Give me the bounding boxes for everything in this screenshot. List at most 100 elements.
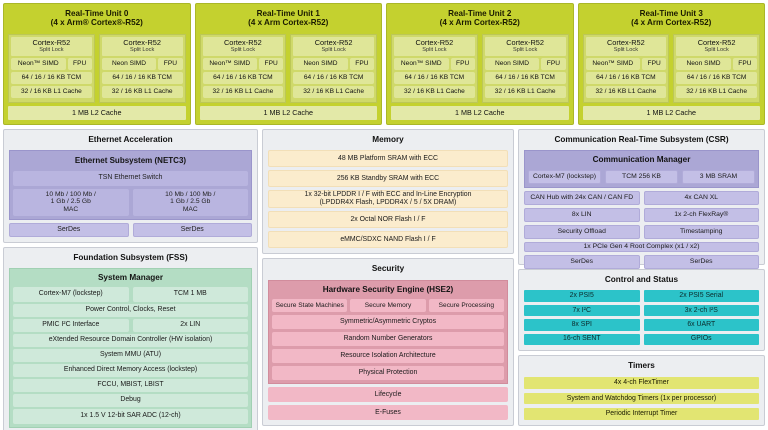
system-manager-core-row: Cortex-M7 (lockstep) TCM 1 MB [13, 286, 248, 302]
core-tcm: 64 / 16 / 16 KB TCM [11, 71, 92, 84]
security-title: Security [371, 264, 405, 274]
ethernet-acceleration-title: Ethernet Acceleration [88, 135, 173, 144]
control-and-status-panel[interactable]: Control and Status 2x PSI5 2x PSI5 Seria… [518, 269, 765, 351]
core-sublabel: Split Lock [512, 46, 538, 53]
communication-manager-row: Cortex-M7 (lockstep) TCM 256 KB 3 MB SRA… [528, 169, 755, 184]
communication-manager-title: Communication Manager [592, 155, 691, 165]
memory-row-line-2: (LPDDR4X Flash, LPDDR4X / 5 / 5X DRAM) [319, 199, 457, 207]
rtu-0-core-0[interactable]: Cortex-R52 Split Lock Neon™ SIMD FPU 64 … [8, 33, 95, 103]
timers-panel[interactable]: Timers 4x 4-ch FlexTimer System and Watc… [518, 355, 765, 426]
fss-pmic-lin-row: PMIC I²C Interface 2x LIN [13, 318, 248, 332]
csr-flexray: 1x 2-ch FlexRay® [643, 207, 759, 222]
core-simd-fpu-row: Neon™ SIMD FPU [202, 57, 284, 70]
rtu-2-cores: Cortex-R52 Split Lock Neon™ SIMD FPU 64 … [391, 33, 569, 103]
ethernet-serdes-1: SerDes [132, 222, 252, 237]
core-simd: Neon SIMD [101, 57, 157, 70]
rtu-0-cores: Cortex-R52 Split Lock Neon™ SIMD FPU 64 … [8, 33, 186, 103]
rtu-2-title: Real-Time Unit 2 (4 x Arm Cortex-R52) [391, 7, 569, 31]
core-simd-fpu-row: Neon™ SIMD FPU [394, 57, 475, 70]
csr-cortex-m7: Cortex-M7 (lockstep) [528, 169, 601, 184]
communication-realtime-subsystem-panel[interactable]: Communication Real-Time Subsystem (CSR) … [518, 129, 765, 269]
core-fpu: FPU [259, 57, 284, 70]
rtu-3-core-0[interactable]: Cortex-R52 Split Lock Neon™ SIMD FPU 64 … [582, 33, 670, 103]
csr-pcie-root-complex: 1x PCIe Gen 4 Root Complex (x1 / x2) [524, 241, 759, 252]
cas-row-2: 8x SPI 6x UART [524, 319, 759, 331]
memory-lpddr-interface: 1x 32-bit LPDDR I / F with ECC and In-Li… [268, 190, 508, 209]
real-time-unit-0[interactable]: Real-Time Unit 0 (4 x Arm® Cortex®-R52) … [3, 3, 191, 125]
cas-i2s: 3x 2-ch I²S [643, 304, 759, 317]
foundation-subsystem-panel[interactable]: Foundation Subsystem (FSS) System Manage… [3, 246, 258, 430]
cas-sent: 16-ch SENT [524, 333, 640, 345]
communication-manager-block[interactable]: Communication Manager Cortex-M7 (lockste… [524, 150, 759, 188]
core-simd-fpu-row: Neon™ SIMD FPU [585, 57, 667, 70]
rtu-0-title-line1: Real-Time Unit 0 [65, 9, 129, 18]
tsn-ethernet-switch: TSN Ethernet Switch [13, 170, 248, 186]
fss-tcm: TCM 1 MB [132, 286, 248, 302]
core-name-block: Cortex-R52 Split Lock [11, 36, 92, 56]
core-label: Cortex-R52 [506, 37, 545, 47]
hardware-security-engine[interactable]: Hardware Security Engine (HSE2) Secure S… [268, 279, 508, 384]
rtu-0-l2-cache: 1 MB L2 Cache [8, 106, 186, 120]
memory-standby-sram: 256 KB Standby SRAM with ECC [268, 170, 508, 188]
core-simd: Neon™ SIMD [394, 57, 449, 70]
core-label: Cortex-R52 [123, 37, 162, 47]
core-fpu: FPU [642, 57, 667, 70]
mac-line-2: 1 Gb / 2.5 Gb [170, 198, 211, 206]
core-tcm: 64 / 16 / 16 KB TCM [585, 71, 667, 84]
core-tcm: 64 / 16 / 16 KB TCM [202, 71, 284, 84]
hse-random-number-generators: Random Number Generators [272, 332, 504, 346]
fss-cortex-m7: Cortex-M7 (lockstep) [13, 286, 129, 302]
core-sublabel: Split Lock [613, 46, 638, 53]
hse-secure-memory: Secure Memory [350, 299, 426, 312]
rtu-3-cores: Cortex-R52 Split Lock Neon™ SIMD FPU 64 … [582, 33, 760, 103]
rtu-1-core-0[interactable]: Cortex-R52 Split Lock Neon™ SIMD FPU 64 … [199, 33, 287, 103]
memory-panel[interactable]: Memory 48 MB Platform SRAM with ECC 256 … [262, 129, 514, 255]
rtu-2-title-line1: Real-Time Unit 2 [448, 9, 512, 18]
csr-timestamping: Timestamping [643, 224, 759, 239]
ethernet-mac-1: 10 Mb / 100 Mb / 1 Gb / 2.5 Gb MAC [132, 188, 248, 216]
core-label: Cortex-R52 [415, 37, 454, 47]
core-name-block: Cortex-R52 Split Lock [585, 36, 667, 56]
rtu-2-title-line2: (4 x Arm Cortex-R52) [439, 18, 520, 28]
rtu-3-title: Real-Time Unit 3 (4 x Arm Cortex-R52) [583, 7, 761, 31]
ethernet-acceleration-panel[interactable]: Ethernet Acceleration Ethernet Subsystem… [3, 129, 258, 243]
real-time-units-row: Real-Time Unit 0 (4 x Arm® Cortex®-R52) … [3, 3, 765, 125]
real-time-unit-3[interactable]: Real-Time Unit 3 (4 x Arm Cortex-R52) Co… [577, 3, 765, 125]
real-time-unit-1[interactable]: Real-Time Unit 1 (4 x Arm Cortex-R52) Co… [194, 3, 382, 125]
system-manager-title: System Manager [97, 273, 164, 283]
mac-line-2: 1 Gb / 2.5 Gb [50, 198, 91, 206]
rtu-3-core-1[interactable]: Cortex-R52 Split Lock Neon SIMD FPU 64 /… [673, 33, 760, 103]
core-sublabel: Split Lock [321, 46, 346, 53]
core-label: Cortex-R52 [223, 37, 262, 47]
rtu-3-title-line2: (4 x Arm Cortex-R52) [631, 18, 712, 28]
rtu-2-core-0[interactable]: Cortex-R52 Split Lock Neon™ SIMD FPU 64 … [391, 33, 478, 103]
core-simd-fpu-row: Neon SIMD FPU [484, 57, 566, 70]
core-simd-fpu-row: Neon SIMD FPU [676, 57, 757, 70]
ethernet-subsystem-netc3[interactable]: Ethernet Subsystem (NETC3) TSN Ethernet … [9, 150, 252, 220]
hse-resource-isolation: Resource Isolation Architecture [272, 349, 504, 363]
cas-gpios: GPIOs [643, 333, 759, 345]
hse-secure-processing: Secure Processing [428, 299, 504, 312]
core-sublabel: Split Lock [230, 46, 255, 53]
rtu-1-title: Real-Time Unit 1 (4 x Arm Cortex-R52) [200, 7, 378, 31]
timer-system-watchdog: System and Watchdog Timers (1x per proce… [524, 392, 759, 405]
rtu-0-title: Real-Time Unit 0 (4 x Arm® Cortex®-R52) [8, 7, 186, 31]
middle-column: Memory 48 MB Platform SRAM with ECC 256 … [262, 129, 514, 426]
hse-cryptos: Symmetric/Asymmetric Cryptos [272, 315, 504, 329]
core-tcm: 64 / 16 / 16 KB TCM [394, 71, 475, 84]
cas-psi5-serial: 2x PSI5 Serial [643, 290, 759, 302]
real-time-unit-2[interactable]: Real-Time Unit 2 (4 x Arm Cortex-R52) Co… [386, 3, 574, 125]
core-sublabel: Split Lock [704, 46, 729, 53]
core-fpu: FPU [732, 57, 757, 70]
security-panel[interactable]: Security Hardware Security Engine (HSE2)… [262, 258, 514, 426]
rtu-0-core-1[interactable]: Cortex-R52 Split Lock Neon SIMD FPU 64 /… [98, 33, 186, 103]
mac-line-3: MAC [182, 206, 198, 214]
rtu-2-core-1[interactable]: Cortex-R52 Split Lock Neon SIMD FPU 64 /… [481, 33, 569, 103]
mac-line-3: MAC [63, 206, 79, 214]
rtu-1-core-1[interactable]: Cortex-R52 Split Lock Neon SIMD FPU 64 /… [290, 33, 377, 103]
system-manager-block[interactable]: System Manager Cortex-M7 (lockstep) TCM … [9, 268, 252, 428]
cas-psi5: 2x PSI5 [524, 290, 640, 302]
core-tcm: 64 / 16 / 16 KB TCM [101, 71, 183, 84]
timer-flextimer: 4x 4-ch FlexTimer [524, 377, 759, 389]
